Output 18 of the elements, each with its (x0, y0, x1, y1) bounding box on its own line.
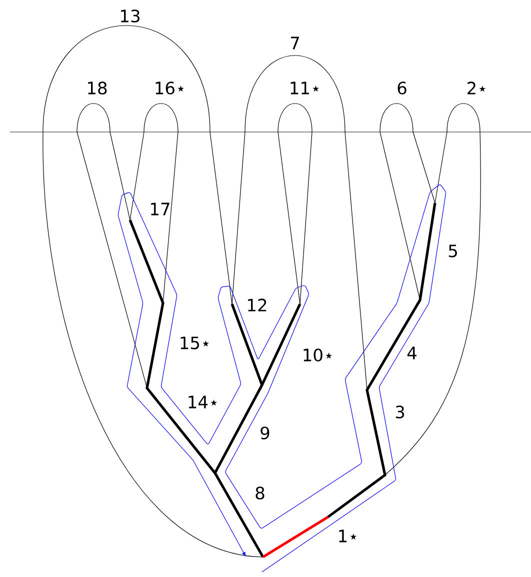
edge-number: 3 (396, 406, 404, 418)
edge-number: 18 (88, 82, 107, 94)
edge-number: 11⋆ (290, 82, 320, 94)
edge-number: 12 (248, 298, 266, 312)
edge-number: 1⋆ (339, 530, 357, 542)
edge-number: 17 (151, 202, 170, 216)
edge-number: 6 (398, 82, 406, 94)
edge-number: 10⋆ (304, 348, 332, 362)
edge-number: 16⋆ (156, 82, 184, 94)
edge-number: 4 (407, 346, 416, 360)
edge-number: 5 (448, 244, 457, 258)
edge-number: 14⋆ (188, 396, 218, 408)
edge-number: 7 (291, 36, 299, 50)
edge-number: 8 (256, 486, 264, 500)
edge-number: 13 (121, 10, 140, 22)
edge-number: 15⋆ (180, 336, 210, 350)
edge-number: 2⋆ (468, 82, 486, 94)
edge-number: 9 (260, 426, 270, 440)
